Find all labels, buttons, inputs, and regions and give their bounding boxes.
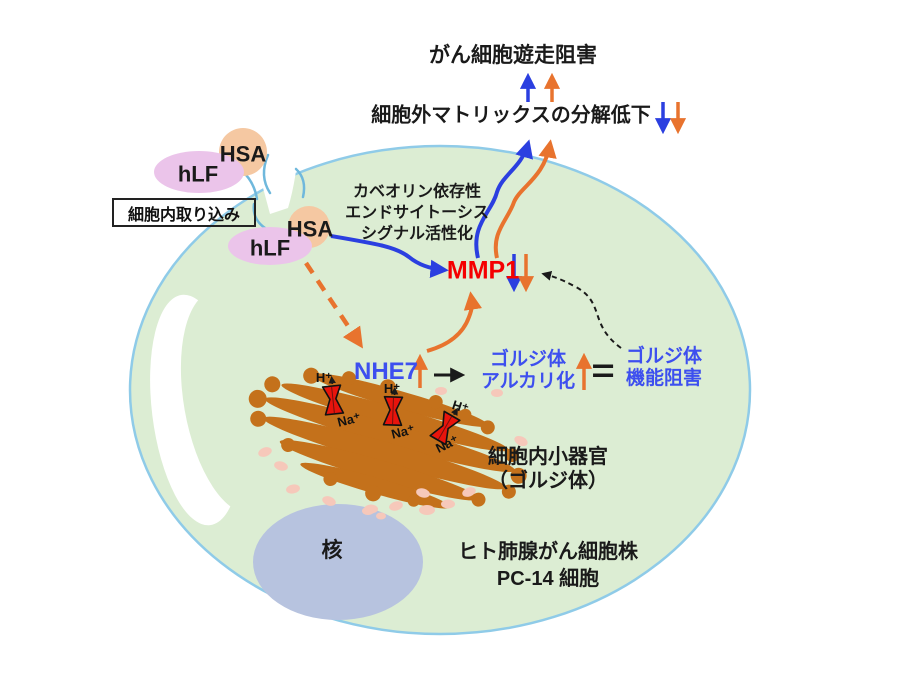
na-ion-label: Na⁺	[390, 421, 417, 441]
nhe7-label: NHE7	[353, 358, 419, 386]
caveolin-signal-arrow	[330, 234, 449, 279]
golgi-dysfunction-line-2: 機能阻害	[625, 368, 703, 389]
dysfunction-mmp1-dashed-arrow	[541, 270, 622, 349]
golgi-alkalinization-label: ゴルジ体 アルカリ化	[481, 349, 575, 393]
golgi-alkalinization-line-2: アルカリ化	[480, 371, 576, 392]
mmp1-secretion-arrow-orange	[493, 139, 557, 259]
hlf-hsa-complex-inner	[228, 206, 330, 265]
cell-line-line-1: ヒト肺腺がん細胞株	[458, 541, 638, 563]
ecm-degradation-title: 細胞外マトリックスの分解低下	[371, 104, 651, 127]
uptake-box: 細胞内取り込み	[112, 198, 256, 227]
golgi-dysfunction-line-1: ゴルジ体	[625, 346, 703, 367]
cell-line-label: ヒト肺腺がん細胞株 PC-14 細胞	[458, 539, 638, 593]
hsa-inner-label: HSA	[286, 216, 334, 242]
golgi-dysfunction-label: ゴルジ体 機能阻害	[626, 346, 702, 390]
equals-sign: =	[591, 352, 615, 389]
golgi-alkalinization-line-1: ゴルジ体	[489, 349, 566, 370]
hlf-hsa-complex-outer	[154, 128, 267, 193]
caveolin-text: カベオリン依存性 エンドサイトーシス シグナル活性化	[345, 182, 489, 245]
nucleus-label: 核	[321, 538, 343, 562]
migration-inhibition-title: がん細胞遊走阻害	[429, 43, 597, 67]
na-ion-label: Na⁺	[336, 409, 363, 429]
hsa-outer-label: HSA	[219, 141, 267, 167]
mmp1-label: MMP1	[446, 256, 520, 285]
nhe7-mmp1-arrow	[426, 291, 483, 353]
hlf-nhe7-dashed-arrow	[304, 261, 363, 349]
caveolin-line-1: カベオリン依存性	[352, 183, 481, 201]
organelle-label: 細胞内小器官 （ゴルジ体）	[488, 445, 608, 493]
caveolin-line-2: エンドサイトーシス	[345, 204, 489, 222]
organelle-line-1: 細胞内小器官	[488, 446, 608, 468]
hlf-inner-label: hLF	[249, 235, 291, 261]
organelle-line-2: （ゴルジ体）	[488, 470, 608, 492]
h-ion-label: H⁺	[384, 381, 400, 396]
cell-highlight-crescent	[150, 290, 286, 526]
cell-line-line-2: PC-14 細胞	[496, 568, 600, 590]
caveolin-line-3: シグナル活性化	[360, 225, 473, 243]
uptake-box-label: 細胞内取り込み	[127, 206, 240, 224]
hlf-outer-label: hLF	[177, 161, 219, 187]
h-ion-label: H⁺	[316, 370, 332, 385]
nucleus	[253, 504, 423, 620]
h-ion-label: H⁺	[450, 397, 470, 416]
golgi-vesicles	[258, 387, 528, 520]
mmp1-secretion-arrow-blue	[474, 139, 534, 259]
